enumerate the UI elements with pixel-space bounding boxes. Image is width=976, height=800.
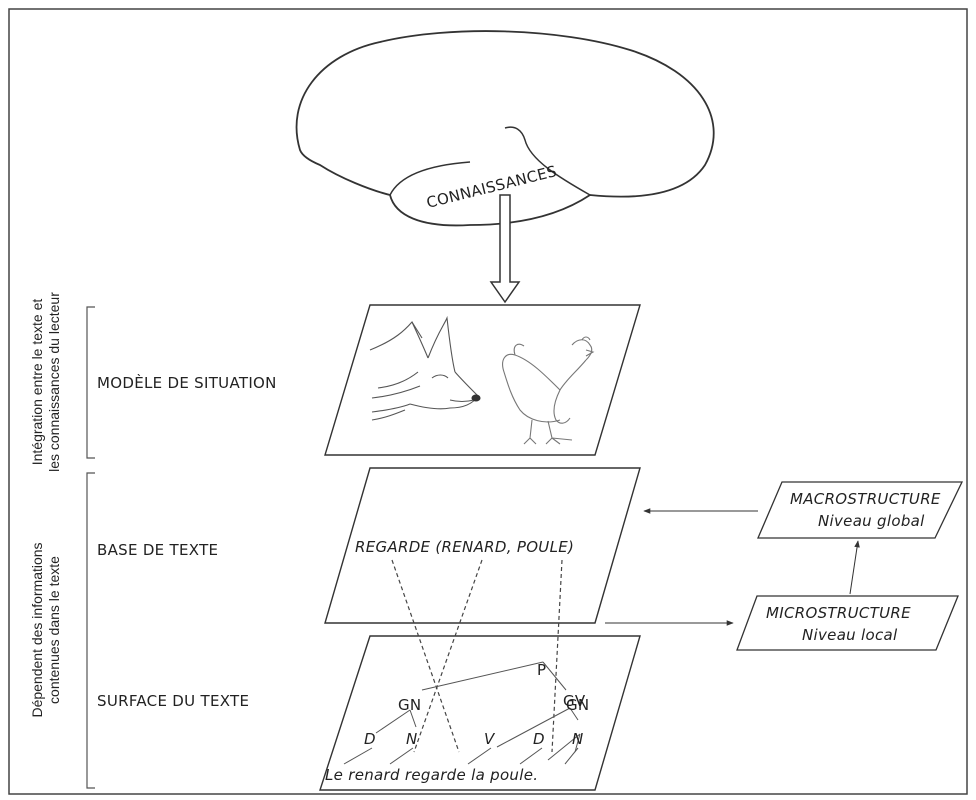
level-label-base: BASE DE TEXTE	[97, 541, 218, 559]
brain-shape	[295, 30, 715, 227]
microstructure-title: MICROSTRUCTURE	[766, 604, 911, 622]
down-arrow-icon	[489, 194, 521, 304]
proposition-text: REGARDE (RENARD, POULE)	[355, 538, 574, 556]
plane-base	[324, 467, 641, 624]
brain-label: CONNAISSANCES	[425, 162, 559, 212]
bracket-bottom	[86, 472, 95, 789]
parse-tree-edges	[343, 661, 581, 765]
tree-node-N2: N	[572, 730, 584, 748]
macrostructure-subtitle: Niveau global	[818, 512, 925, 530]
level-label-situation: MODÈLE DE SITUATION	[97, 373, 277, 392]
outer-frame	[8, 8, 968, 795]
tree-node-GV: GV	[563, 692, 586, 710]
tree-node-D1: D	[364, 730, 376, 748]
sentence-text: Le renard regarde la poule.	[325, 766, 538, 784]
tree-node-P: P	[537, 661, 546, 679]
tree-node-D2: D	[533, 730, 545, 748]
side-label-top-1: Intégration entre le texte et	[29, 299, 45, 466]
plane-surface	[319, 635, 641, 791]
level-label-surface: SURFACE DU TEXTE	[97, 692, 249, 710]
tree-node-GN-right: GN	[566, 696, 589, 714]
plane-situation	[324, 304, 641, 456]
hen-illustration	[502, 336, 595, 445]
fox-illustration	[369, 315, 481, 421]
side-label-top-2: les connaissances du lecteur	[46, 292, 62, 472]
tree-node-GN-left: GN	[398, 696, 421, 714]
bracket-top	[86, 306, 95, 459]
side-label-bottom-2: contenues dans le texte	[46, 556, 62, 704]
tree-node-V: V	[484, 730, 496, 748]
macrostructure-box	[757, 481, 964, 539]
microstructure-subtitle: Niveau local	[802, 626, 898, 644]
side-label-bottom-1: Dépendent des informations	[29, 542, 45, 717]
arrow-micro-to-macro	[849, 540, 860, 595]
tree-node-N1: N	[406, 730, 418, 748]
macrostructure-title: MACROSTRUCTURE	[790, 490, 941, 508]
microstructure-box	[736, 595, 959, 651]
dashed-links	[391, 559, 563, 753]
